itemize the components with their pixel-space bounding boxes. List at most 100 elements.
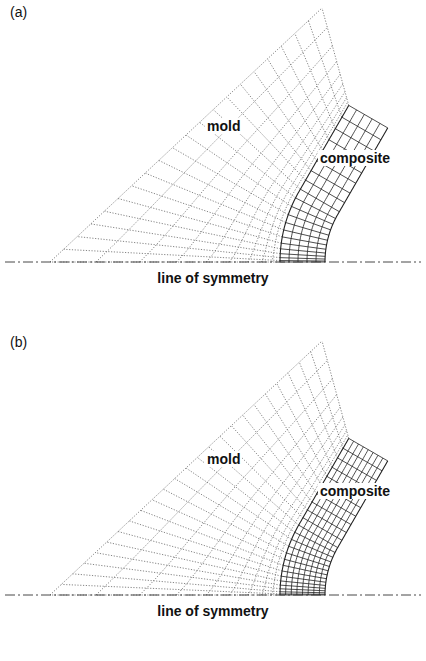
mold-mesh-line [132,186,283,237]
composite-mesh-line [319,458,382,595]
composite-mesh-line [286,223,329,236]
mold-mesh-line [91,224,280,254]
composite-mesh-line [296,198,336,219]
mold-mesh-line [145,173,284,230]
mold-mesh-line [177,62,337,262]
mold-mesh-line [172,148,288,215]
mold-mesh-line [175,479,289,547]
composite-mesh-line [281,243,326,249]
panel-label: (b) [8,334,29,350]
mold-mesh-line [231,426,307,510]
axis-label: line of symmetry [155,603,270,619]
axis-label: line of symmetry [155,270,270,286]
composite-mesh-line [280,592,325,593]
composite-mesh-line [307,119,372,262]
mold-mesh-line [308,21,342,118]
composite-mesh-line [288,215,330,230]
composite-mesh-line [338,458,377,481]
composite-mesh-line [282,571,326,579]
mold-mesh-line [229,84,342,262]
mold-mesh-line [163,489,286,553]
composite-mesh-line [312,502,351,524]
mold-mesh-line [299,362,337,458]
composite-mesh-line [280,589,325,591]
composite-mesh-line [349,438,388,461]
mold-mesh-line [141,510,284,565]
mold-mesh-line [322,341,349,438]
mold-mesh-line [272,435,348,595]
composite-mesh-line [308,452,373,595]
composite-mesh-line [298,114,364,262]
mold-mesh-line [295,33,336,128]
mold-mesh-line [197,457,294,532]
composite-mesh-line [303,518,342,541]
mold-mesh-line [159,160,286,222]
mold-mesh-line [243,415,312,502]
mold-mesh-line [177,395,337,595]
mold-mesh-line [186,135,292,206]
composite-mesh-line [285,559,329,570]
mold-mesh-line [118,532,281,577]
composite-mesh-line [291,444,358,595]
mold-mesh-line [95,553,280,585]
symmetry-line [5,262,421,263]
mold-mesh-line [96,360,327,595]
composite-mesh-line [284,230,328,240]
mold-mesh-line [50,8,322,262]
composite-mesh-line [316,123,380,262]
composite-mesh-line [325,461,388,595]
composite-mesh-line [349,105,388,128]
composite-mesh-line [280,438,349,595]
composite-mesh-line [306,180,345,203]
mold-mesh-line [220,436,303,517]
mold-mesh-line [229,417,342,595]
composite-mesh-line [311,171,350,194]
composite-mesh-line [303,450,369,595]
composite-mesh-line [292,206,333,224]
mold-mesh-line [281,46,329,140]
mold-mesh-line [84,563,280,589]
mold-mesh-line [254,405,317,494]
mold-mesh-line [268,59,323,151]
composite-mesh-line [325,128,388,262]
mold-mesh-line [288,373,332,468]
mold-mesh-line [240,84,311,170]
mold-mesh-line [186,468,292,539]
region-label: mold [205,118,242,134]
composite-mesh-line [280,260,325,261]
mold-mesh-line [262,431,347,595]
mold-mesh-line [50,341,322,595]
mold-mesh-line [73,574,280,592]
composite-mesh-line [299,525,338,547]
mold-mesh-line [104,211,280,249]
region-label: composite [318,150,392,166]
composite-mesh-line [343,448,382,471]
composite-mesh-line [286,441,354,595]
region-label: mold [205,451,242,467]
mold-mesh-line [206,407,340,595]
mold-mesh-line [322,8,349,105]
composite-mesh-line [300,189,339,212]
composite-mesh-line [335,129,374,152]
composite-mesh-line [280,258,325,259]
composite-mesh-line [283,565,327,575]
mold-mesh-line [140,46,333,262]
mold-mesh-line [96,27,327,262]
composite-mesh-line [280,585,325,588]
mold-mesh-line [61,584,280,594]
region-label: composite [318,483,392,499]
composite-mesh-line [281,249,326,253]
mold-mesh-line [118,199,281,244]
symmetry-line [5,595,421,596]
composite-mesh-line [307,510,346,533]
mold-mesh-line [140,379,333,595]
panel-label: (a) [8,4,29,20]
mold-mesh-line [277,383,327,476]
mold-mesh-line [254,72,317,161]
mold-mesh-line [227,97,306,180]
mold-mesh-line [262,98,347,262]
composite-mesh-line [280,254,325,257]
mold-mesh-line [64,249,280,260]
mold-mesh-line [77,237,280,258]
